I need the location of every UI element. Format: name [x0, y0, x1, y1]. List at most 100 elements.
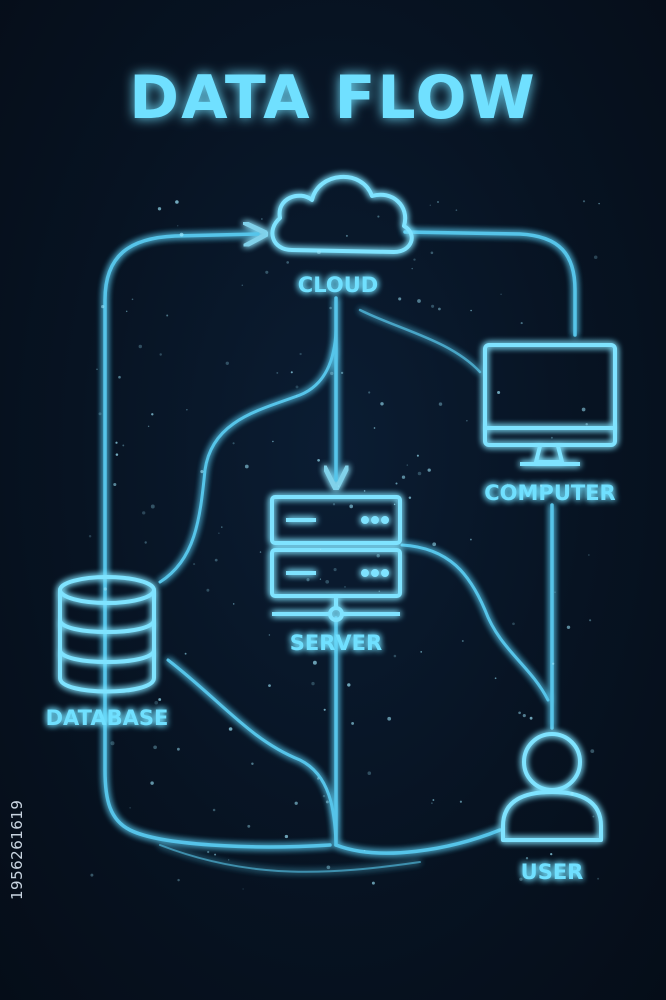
sparkle-dot	[340, 371, 344, 375]
sparkle-dot	[325, 579, 330, 584]
sparkle-dot	[598, 202, 600, 205]
sparkle-dot	[115, 441, 118, 444]
sparkle-dot	[319, 578, 322, 580]
sparkle-dot	[118, 375, 121, 379]
sparkle-dot	[329, 306, 332, 310]
sparkle-dot	[550, 436, 553, 439]
sparkle-dot	[326, 865, 331, 870]
sparkle-dot	[316, 250, 321, 255]
sparkle-dot	[312, 660, 317, 665]
connection-lines	[103, 232, 577, 873]
sparkle-dot	[159, 353, 162, 356]
user-icon	[501, 732, 603, 842]
sparkle-dot	[241, 284, 244, 287]
sparkle-dot	[393, 654, 397, 658]
sparkle-dot	[398, 297, 402, 301]
sparkle-dot	[177, 747, 180, 751]
sparkle-dot	[432, 799, 435, 801]
server-icon	[270, 495, 402, 622]
sparkle-dot	[525, 857, 529, 860]
computer-label: COMPUTER	[484, 481, 615, 505]
database-label: DATABASE	[46, 706, 169, 730]
sparkle-dot	[268, 684, 271, 687]
sparkle-dot	[225, 361, 229, 365]
sparkle-dot	[393, 503, 396, 506]
sparkle-dot	[290, 371, 293, 374]
sparkle-dot	[363, 849, 366, 852]
sparkle-dot	[323, 708, 326, 711]
sparkle-dot	[401, 475, 406, 479]
flow-server-user	[400, 543, 550, 702]
side-id-number: 1956261619	[8, 799, 26, 900]
sparkle-dot	[512, 622, 515, 626]
sparkle-dot	[153, 745, 157, 750]
sparkle-dot	[265, 270, 269, 274]
monitor-icon	[483, 343, 617, 466]
sparkle-dot	[378, 590, 381, 593]
sparkle-dot	[522, 714, 526, 718]
sparkle-dot	[138, 344, 143, 349]
sparkle-dot	[232, 603, 235, 605]
sparkle-dot	[232, 442, 235, 445]
sparkle-dot	[406, 464, 409, 466]
sparkle-dot	[157, 207, 162, 211]
sparkle-dot	[332, 503, 336, 506]
sparkle-dot	[228, 727, 233, 731]
sparkle-dot	[330, 371, 334, 376]
sparkle-dot	[529, 716, 533, 720]
sparkle-dot	[500, 293, 502, 296]
sparkle-dot	[322, 794, 326, 798]
sparkle-dot	[295, 385, 299, 389]
sparkle-dot	[368, 391, 371, 394]
sparkle-dot	[437, 201, 439, 203]
sparkle-dot	[166, 314, 169, 317]
sparkle-dot	[429, 204, 431, 206]
user-label: USER	[521, 860, 584, 884]
sparkle-dot	[416, 454, 419, 457]
server-label: SERVER	[290, 631, 382, 655]
sparkle-dot	[125, 310, 128, 313]
sparkle-dot	[539, 484, 543, 487]
sparkle-dot	[420, 651, 423, 653]
sparkle-dot	[585, 422, 588, 426]
sparkle-dot	[214, 853, 217, 856]
sparkle-dot	[150, 781, 154, 785]
sparkle-dot	[244, 464, 249, 469]
sparkle-dot	[284, 834, 289, 839]
sparkle-dot	[122, 444, 125, 447]
sparkle-dot	[90, 873, 94, 877]
sparkle-dot	[376, 554, 380, 558]
sparkle-dot	[494, 677, 497, 680]
sparkle-dot	[184, 652, 187, 655]
sparkle-dot	[144, 541, 147, 544]
sparkle-dot	[371, 881, 375, 885]
sparkle-dot	[592, 815, 595, 818]
sparkle-dot	[276, 371, 279, 374]
sparkle-dot	[193, 563, 196, 566]
sparkle-dot	[431, 802, 433, 804]
sparkle-dot	[325, 800, 329, 804]
sparkle-dot	[247, 824, 251, 828]
sparkle-dot	[466, 420, 468, 422]
sparkle-dot	[299, 352, 302, 356]
sparkle-dot	[550, 852, 553, 856]
sparkle-dot	[432, 542, 437, 547]
sparkle-dot	[113, 482, 117, 487]
sparkle-dot	[497, 390, 501, 395]
sparkle-dot	[212, 808, 216, 812]
sparkle-dot	[582, 200, 586, 203]
sparkle-dot	[261, 218, 263, 220]
sparkle-dot	[377, 215, 380, 218]
sparkle-dot	[103, 587, 107, 591]
sparkle-dot	[519, 877, 523, 881]
sparkle-dot	[286, 261, 290, 264]
sparkle-dot	[207, 850, 210, 854]
sparkle-dot	[581, 407, 586, 412]
sparkle-dot	[259, 551, 262, 553]
sparkle-dot	[387, 716, 392, 721]
sparkle-dot	[552, 662, 555, 665]
sparkle-dot	[430, 251, 434, 255]
sparkle-dot	[363, 490, 366, 492]
sparkle-dot	[337, 485, 340, 487]
sparkle-dot	[380, 402, 384, 406]
